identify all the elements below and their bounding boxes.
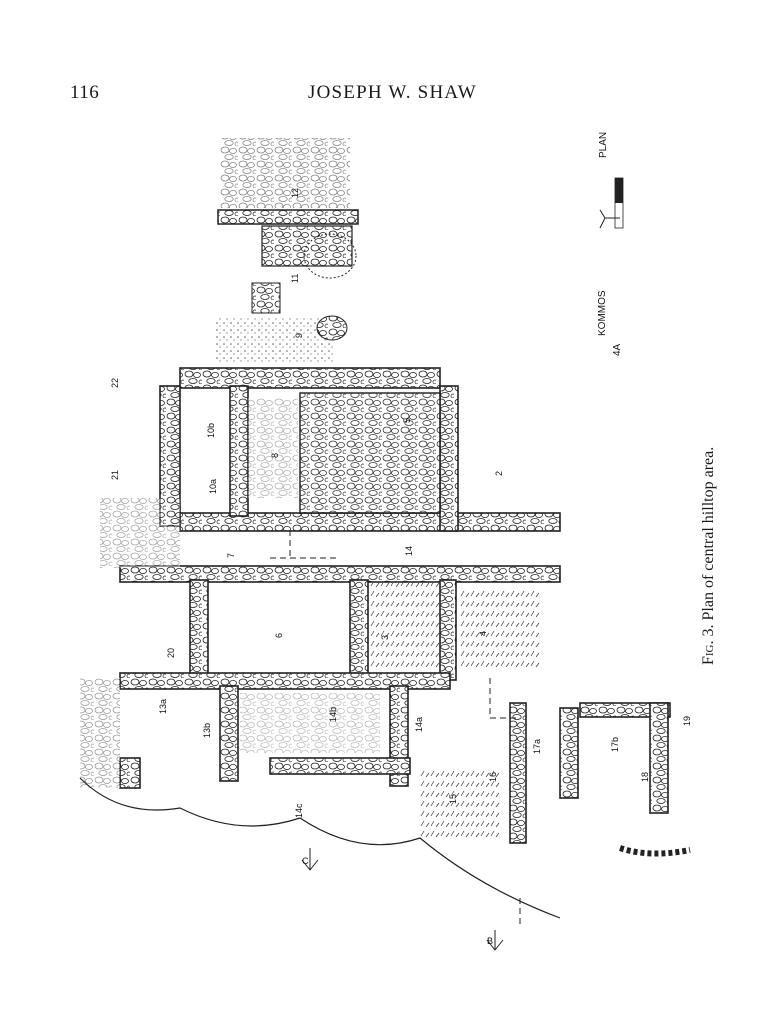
- caption-text: Plan of central hilltop area.: [700, 446, 717, 621]
- section-marker-b: B: [486, 930, 504, 951]
- southern-edge: [79, 777, 561, 919]
- room-label: 11: [290, 274, 300, 283]
- page-number: 116: [70, 82, 100, 103]
- room-fills: [80, 398, 540, 838]
- room-label: 10a: [208, 479, 218, 494]
- section-lines: [270, 530, 521, 928]
- figure-caption: Fig. 3. Plan of central hilltop area.: [700, 405, 724, 665]
- page-header: 116 JOSEPH W. SHAW: [0, 0, 768, 110]
- eastern-stone-row: [619, 845, 691, 857]
- section-marker-c: C: [301, 848, 319, 871]
- room-label: 14b: [328, 707, 338, 722]
- room-label: 14c: [294, 803, 304, 818]
- site-plan-drawing: C B PLAN KOMMOS 4A 22 21 10b 10a 8 5 2 7: [79, 132, 692, 951]
- room-label: 22: [110, 378, 120, 388]
- room-label: 14a: [414, 717, 424, 732]
- north-arrow: [599, 209, 620, 229]
- room-label: 20: [166, 648, 176, 658]
- scale-label: PLAN: [598, 132, 609, 158]
- room-label: 15: [448, 794, 458, 804]
- room-label: 9: [294, 333, 304, 338]
- main-building-walls: [119, 367, 671, 844]
- running-head: JOSEPH W. SHAW: [308, 82, 477, 103]
- figure-title: KOMMOS: [597, 290, 608, 336]
- room-label: 17b: [610, 737, 620, 752]
- room-labels: 22 21 10b 10a 8 5 2 7 14 6 4 3 20 13a 13…: [110, 188, 692, 818]
- northern-rooms: [215, 138, 359, 364]
- room-label: 18: [640, 772, 650, 782]
- room-label: 4: [478, 631, 488, 636]
- room-label: 8: [270, 453, 280, 458]
- section-b-label: B: [487, 936, 493, 946]
- room-label: 21: [110, 470, 120, 480]
- section-c-label: C: [302, 856, 309, 866]
- room-label: 17a: [532, 739, 542, 754]
- room-label: 16: [488, 772, 498, 782]
- site-plan-figure: C B PLAN KOMMOS 4A 22 21 10b 10a 8 5 2 7: [40, 118, 730, 958]
- figure-subtitle: 4A: [612, 343, 623, 356]
- room-label: 13b: [202, 723, 212, 738]
- room-label: 19: [682, 716, 692, 726]
- room-label: 2: [494, 471, 504, 476]
- room-label: 13a: [158, 699, 168, 714]
- room-label: 10b: [206, 423, 216, 438]
- room-label: 12: [290, 188, 300, 198]
- room-label: 14: [404, 546, 414, 556]
- room-label: 7: [226, 553, 236, 558]
- room-label: 6: [274, 633, 284, 638]
- room-label: 3: [380, 635, 390, 640]
- scale-bar: PLAN: [598, 132, 624, 229]
- caption-label: Fig. 3.: [700, 624, 717, 665]
- room-label: 5: [402, 418, 412, 423]
